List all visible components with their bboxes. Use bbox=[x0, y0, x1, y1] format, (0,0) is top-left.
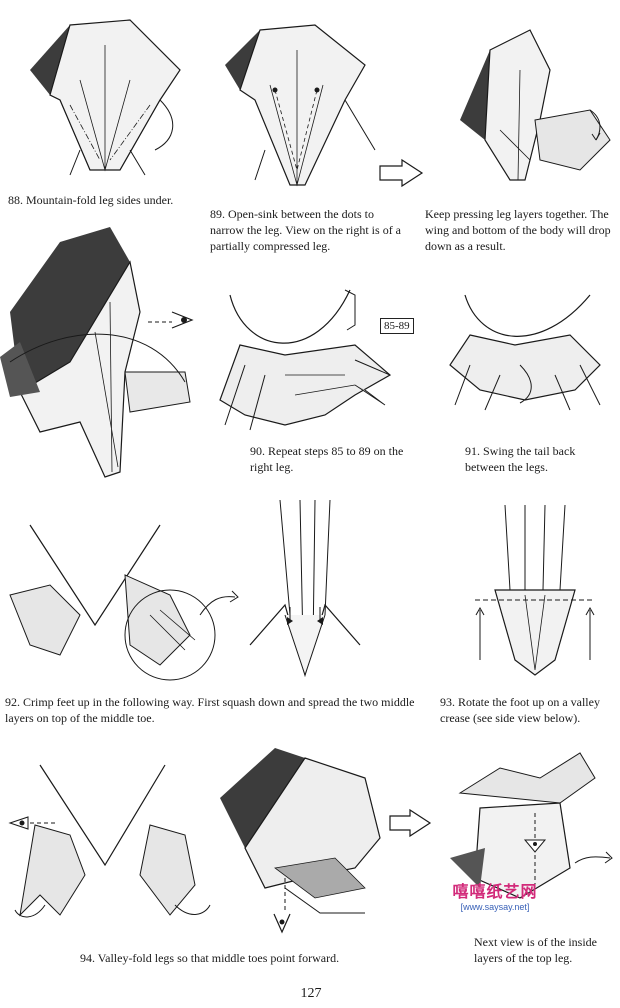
diagram-step-94-side bbox=[215, 738, 390, 928]
diagram-step-89-side bbox=[0, 222, 200, 494]
caption-step-92: 92. Crimp feet up in the following way. … bbox=[5, 694, 425, 726]
page-number: 127 bbox=[294, 986, 328, 1002]
diagram-step-88 bbox=[10, 10, 200, 185]
diagram-step-92-detail bbox=[245, 495, 365, 685]
watermark-text: 嘻嘻纸艺网 bbox=[440, 884, 550, 902]
site-watermark: 嘻嘻纸艺网 [www.saysay.net] bbox=[440, 884, 550, 913]
diagram-step-89-compressed bbox=[440, 10, 615, 195]
diagram-step-92 bbox=[0, 505, 240, 685]
caption-step-89: 89. Open-sink between the dots to narrow… bbox=[210, 206, 405, 254]
caption-step-93: 93. Rotate the foot up on a valley creas… bbox=[440, 694, 618, 726]
caption-step-91: 91. Swing the tail back between the legs… bbox=[465, 443, 615, 475]
diagram-step-94 bbox=[0, 755, 215, 940]
diagram-step-91 bbox=[440, 285, 615, 435]
step-reference-label: 85-89 bbox=[380, 318, 414, 334]
diagram-step-93 bbox=[455, 500, 615, 680]
diagram-step-89 bbox=[205, 10, 395, 200]
caption-step-89b: Keep pressing leg layers together. The w… bbox=[425, 206, 619, 254]
watermark-url: [www.saysay.net] bbox=[440, 902, 550, 913]
diagram-step-90 bbox=[205, 285, 405, 435]
caption-step-90: 90. Repeat steps 85 to 89 on the right l… bbox=[250, 443, 410, 475]
view-eye-icon bbox=[170, 310, 194, 330]
caption-step-94: 94. Valley-fold legs so that middle toes… bbox=[80, 950, 380, 966]
hollow-arrow-icon bbox=[378, 158, 424, 188]
caption-step-94b: Next view is of the inside layers of the… bbox=[474, 934, 614, 966]
view-eye-icon bbox=[272, 912, 292, 934]
hollow-arrow-icon bbox=[388, 808, 432, 838]
caption-step-88: 88. Mountain-fold leg sides under. bbox=[8, 192, 208, 208]
